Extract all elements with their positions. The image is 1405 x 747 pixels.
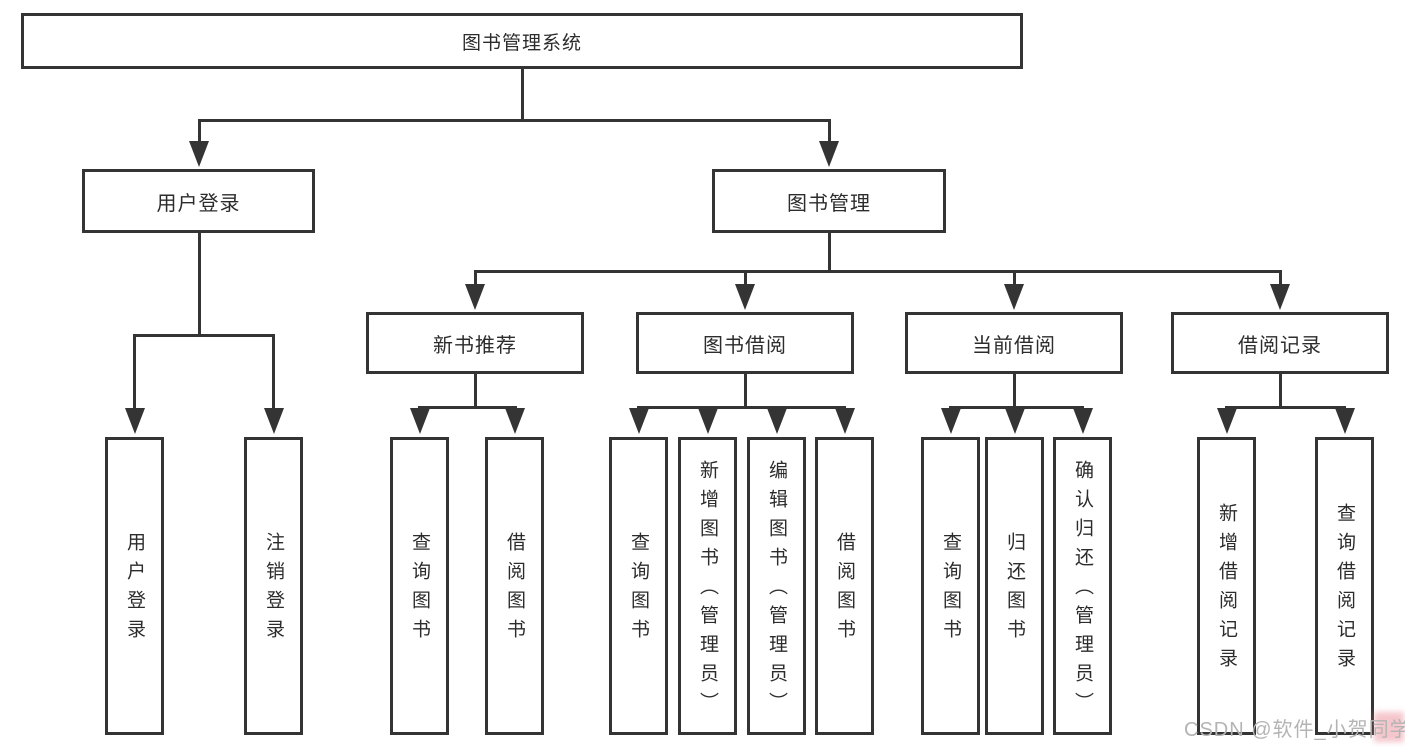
leaf-borrow-books: 借阅图书 [815, 437, 874, 735]
arrowhead-records [1270, 284, 1290, 310]
leaf-add-borrow-record: 新增借阅记录 [1197, 437, 1256, 735]
connector-shaft-recommend [473, 270, 477, 289]
leaf-query-borrow-record: 查询借阅记录 [1315, 437, 1374, 735]
node-root-library-system: 图书管理系统 [21, 13, 1023, 69]
leaf-logout: 注销登录 [244, 437, 303, 735]
connector-user-login-stem [197, 233, 201, 337]
arrowhead-leaf-query-rec [409, 408, 430, 434]
leaf-query-books-recommend: 查询图书 [390, 437, 449, 735]
node-book-borrow: 图书借阅 [636, 312, 854, 374]
csdn-watermark: CSDN @软件_小贺同学 [1184, 719, 1405, 741]
arrowhead-leaf-return-books [1004, 408, 1025, 434]
arrowhead-leaf-user-login [124, 408, 145, 434]
connector-shaft-borrow [743, 270, 747, 289]
connector-borrow-children-rail [637, 406, 846, 409]
node-new-book-recommend: 新书推荐 [366, 312, 584, 374]
leaf-edit-books-admin: 编辑图书（管理员） [747, 437, 806, 735]
arrowhead-leaf-query-record [1334, 408, 1355, 434]
connector-borrow-stem [743, 374, 747, 409]
arrowhead-user-login [189, 141, 209, 167]
connector-user-children-rail [133, 334, 275, 337]
connector-records-stem [1278, 374, 1282, 409]
node-user-login: 用户登录 [82, 169, 315, 233]
arrowhead-leaf-add-books [697, 408, 718, 434]
arrowhead-leaf-borrow-books [834, 408, 855, 434]
arrowhead-borrow [735, 284, 755, 310]
connector-level2-rail [197, 119, 831, 122]
node-book-management: 图书管理 [712, 169, 946, 233]
arrowhead-leaf-query-current [940, 408, 961, 434]
leaf-query-books-current: 查询图书 [921, 437, 980, 735]
connector-shaft-user-login [197, 119, 201, 146]
leaf-query-books-borrow: 查询图书 [609, 437, 668, 735]
connector-root-stem [520, 68, 524, 121]
connector-current-stem [1012, 374, 1016, 409]
connector-shaft-current [1012, 270, 1016, 289]
leaf-user-login: 用户登录 [105, 437, 164, 735]
arrowhead-leaf-edit-books [766, 408, 787, 434]
leaf-return-books: 归还图书 [985, 437, 1044, 735]
arrowhead-leaf-logout [263, 408, 284, 434]
connector-records-children-rail [1225, 406, 1346, 409]
connector-current-children-rail [949, 406, 1084, 409]
connector-recommend-stem [473, 374, 477, 409]
arrowhead-book-mgmt [819, 141, 839, 167]
leaf-add-books-admin: 新增图书（管理员） [678, 437, 737, 735]
node-current-borrow: 当前借阅 [905, 312, 1123, 374]
connector-shaft-leaf-user-login [133, 334, 136, 411]
connector-shaft-leaf-logout [272, 334, 275, 411]
connector-book-mgmt-stem [827, 233, 831, 273]
node-borrow-records: 借阅记录 [1171, 312, 1389, 374]
connector-level3-rail [473, 270, 1282, 273]
arrowhead-current [1004, 284, 1024, 310]
arrowhead-leaf-borrow-rec [504, 408, 525, 434]
leaf-borrow-books-recommend: 借阅图书 [485, 437, 544, 735]
connector-recommend-children-rail [418, 406, 517, 409]
arrowhead-recommend [465, 284, 485, 310]
connector-shaft-records [1278, 270, 1282, 289]
arrowhead-leaf-query-borrow [628, 408, 649, 434]
connector-shaft-book-mgmt [827, 119, 831, 146]
arrowhead-leaf-add-record [1216, 408, 1237, 434]
arrowhead-leaf-confirm-return [1072, 408, 1093, 434]
watermark-pink-accent [1374, 712, 1404, 742]
leaf-confirm-return-admin: 确认归还（管理员） [1053, 437, 1112, 735]
